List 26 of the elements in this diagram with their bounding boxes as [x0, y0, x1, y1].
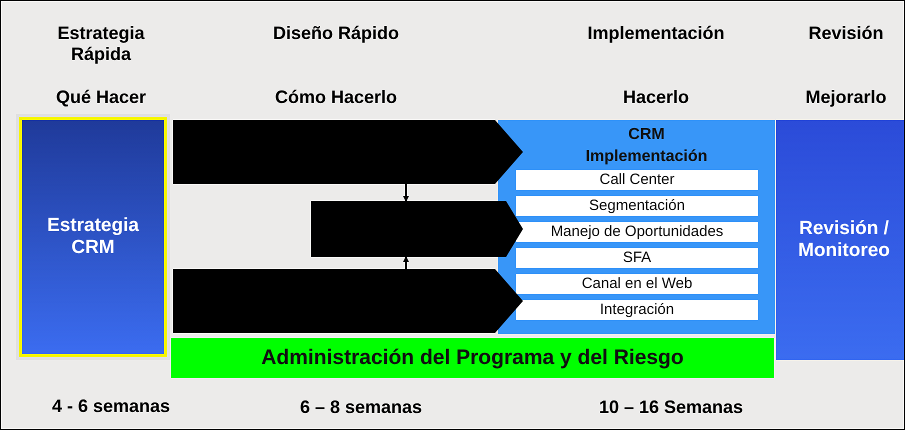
pentagon-banner — [173, 269, 523, 333]
phase-subheading: Qué Hacer — [54, 87, 148, 108]
program-band: Administración del Programa y del Riesgo — [171, 338, 774, 378]
item-box: Call Center — [516, 170, 758, 190]
duration-label: 10 – 16 Semanas — [598, 397, 744, 418]
phase-subheading: Hacerlo — [622, 87, 690, 108]
arrow — [403, 184, 409, 202]
pentagon-banner — [311, 201, 523, 257]
item-box: Segmentación — [516, 196, 758, 216]
arrow — [403, 256, 409, 269]
implementation-panel: CRM Implementación Call Center Segmentación Manejo de Oportunidades SFA Canal en el Web Integración — [498, 120, 775, 334]
duration-label: 4 - 6 semanas — [50, 396, 172, 417]
item-box: Integración — [516, 300, 758, 320]
item-box: Manejo de Oportunidades — [516, 222, 758, 242]
pentagon-banner — [173, 120, 523, 184]
item-box: SFA — [516, 248, 758, 268]
phase-subheading: Mejorarlo — [804, 87, 888, 108]
phase-heading: Implementación — [586, 23, 726, 44]
phase-box: Estrategia CRM — [19, 117, 167, 357]
phase-heading: Diseño Rápido — [272, 23, 400, 44]
phase-heading: Revisión — [807, 23, 885, 44]
phase-box: Revisión / Monitoreo — [776, 120, 904, 360]
phase-heading: Estrategia Rápida — [56, 23, 146, 65]
phase-subheading: Cómo Hacerlo — [274, 87, 398, 108]
item-box: Canal en el Web — [516, 274, 758, 294]
duration-label: 6 – 8 semanas — [298, 397, 424, 418]
